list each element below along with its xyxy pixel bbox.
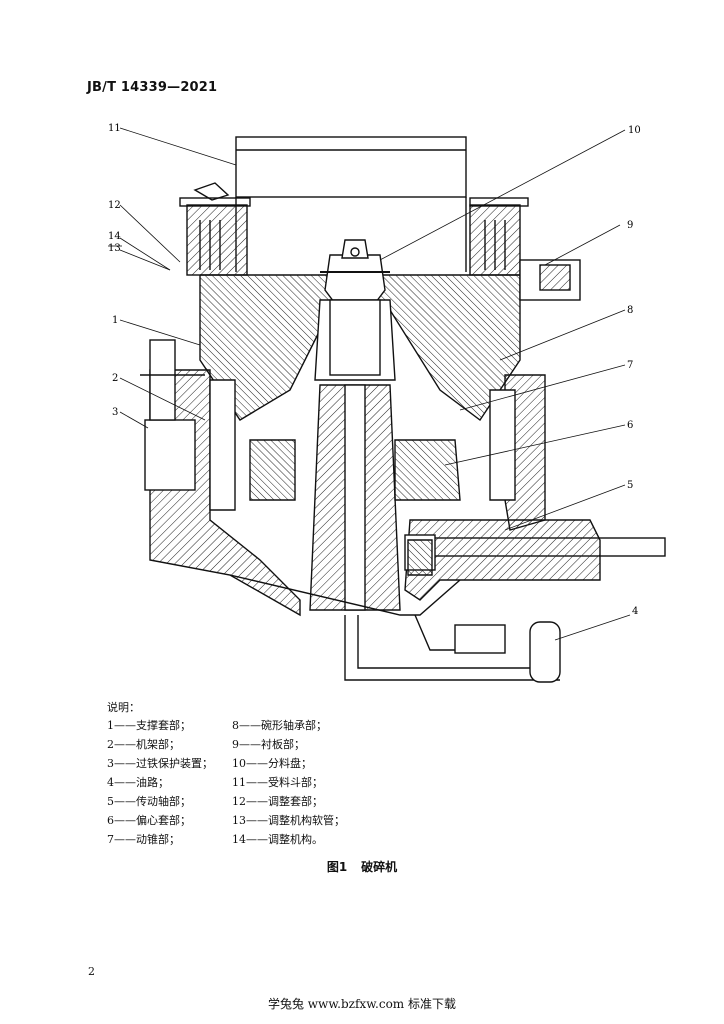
callout-8: 8: [627, 305, 633, 316]
callout-6: 6: [627, 420, 633, 431]
callout-10: 10: [628, 125, 641, 136]
legend-item-10: 10——分料盘；: [232, 757, 312, 770]
crusher-section-drawing: 11 10 12 14 13 9 1 8 2 7 3 6 5 4: [108, 123, 666, 683]
callout-4: 4: [632, 606, 638, 617]
page-number: 2: [88, 965, 95, 978]
callout-12: 12: [108, 200, 121, 211]
legend-item-6: 6——偏心套部；: [107, 814, 191, 827]
callout-9: 9: [627, 220, 633, 231]
callout-5: 5: [627, 480, 633, 491]
legend-item-9: 9——衬板部；: [232, 738, 305, 751]
callout-3: 3: [112, 407, 118, 418]
legend-item-1: 1——支撑套部；: [107, 719, 191, 732]
legend-item-3: 3——过铁保护装置；: [107, 757, 213, 770]
figure-number: 图1: [326, 860, 348, 874]
figure-caption: 图1 破碎机: [0, 858, 724, 875]
callout-13: 13: [108, 243, 121, 254]
legend-item-2: 2——机架部；: [107, 738, 180, 751]
legend-item-4: 4——油路；: [107, 776, 169, 789]
download-watermark-footer: 学兔兔 www.bzfxw.com 标准下载: [267, 997, 457, 1011]
callout-2: 2: [112, 373, 118, 384]
standard-number-header: JB/T 14339—2021: [87, 80, 218, 95]
callout-7: 7: [627, 360, 633, 371]
legend-title: 说明：: [107, 701, 140, 714]
legend-item-5: 5——传动轴部；: [107, 795, 191, 808]
legend-item-11: 11——受料斗部；: [232, 776, 323, 789]
callout-11: 11: [108, 123, 121, 134]
figure-title: 破碎机: [361, 860, 398, 874]
legend-item-12: 12——调整套部；: [232, 795, 323, 808]
legend-item-14: 14——调整机构。: [232, 833, 323, 846]
legend-item-7: 7——动锥部；: [107, 833, 180, 846]
callout-14: 14: [108, 231, 121, 242]
callout-1: 1: [112, 315, 118, 326]
legend-item-13: 13——调整机构软管；: [232, 814, 345, 827]
legend-item-8: 8——碗形轴承部；: [232, 719, 327, 732]
